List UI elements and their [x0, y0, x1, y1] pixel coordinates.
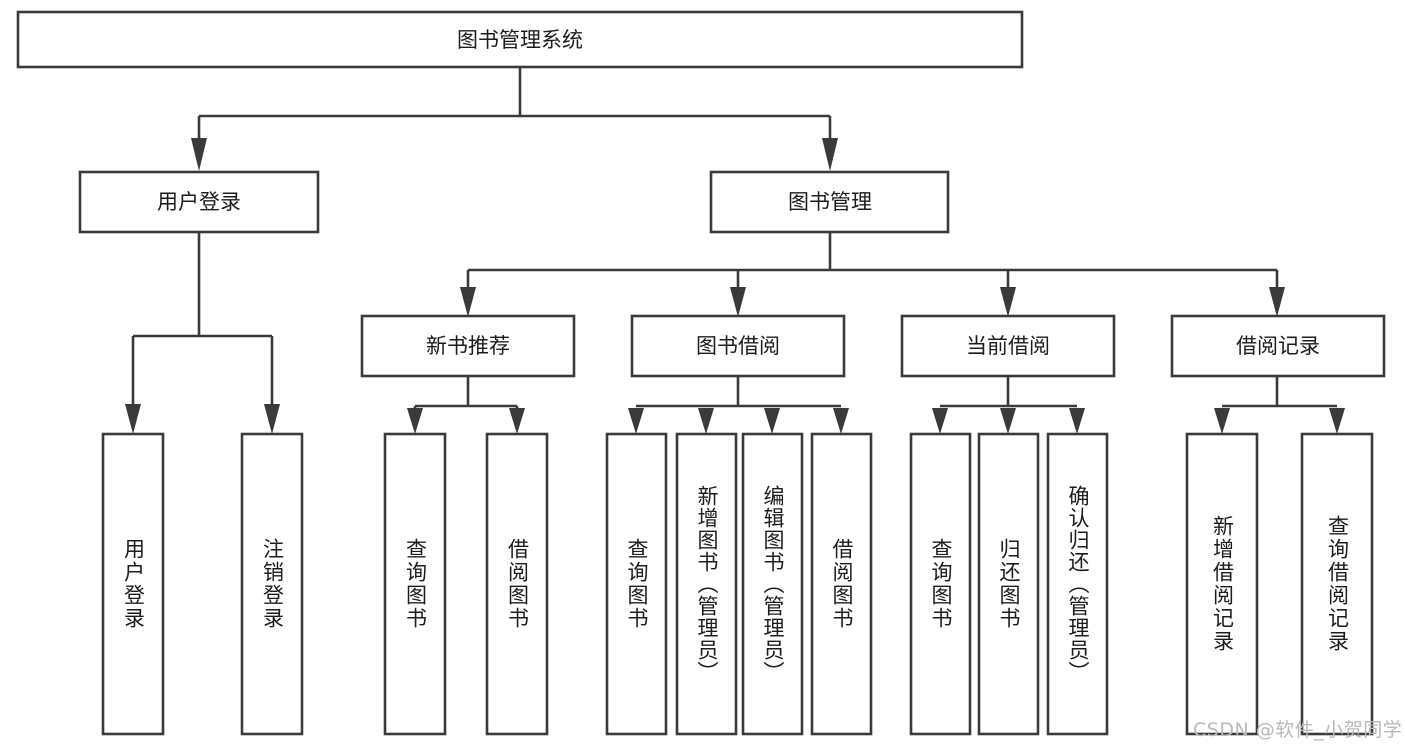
arrow-head-root-1 [191, 138, 207, 171]
arrow-head-currentborrow-2 [1000, 408, 1016, 434]
leaf-box-book-borrow-edit[interactable] [741, 432, 804, 736]
arrow-head-userlogin-2 [264, 404, 280, 434]
node-current-borrow[interactable] [900, 314, 1116, 378]
leaf-box-user-login-login[interactable] [101, 432, 165, 736]
node-book-management[interactable] [709, 170, 950, 234]
leaf-box-current-borrow-query[interactable] [909, 432, 972, 736]
leaf-box-user-login-logout[interactable] [240, 432, 304, 736]
leaf-box-new-book-borrow[interactable] [485, 432, 549, 736]
node-book-borrow-label: 图书借阅 [696, 334, 780, 358]
arrow-head-borrowrecord-1 [1214, 408, 1230, 434]
leaf-box-current-borrow-confirm[interactable] [1046, 432, 1109, 736]
node-user-login-label: 用户登录 [157, 190, 241, 214]
node-current-borrow-label: 当前借阅 [966, 334, 1050, 358]
node-new-book-recommend[interactable] [360, 314, 576, 378]
arrow-head-newbook-2 [509, 408, 525, 434]
connector-group-current-borrow [932, 376, 1085, 434]
node-root-book-management-system[interactable] [16, 10, 1024, 69]
node-new-book-recommend-label: 新书推荐 [426, 334, 510, 358]
arrow-head-bookborrow-1 [628, 408, 644, 434]
arrow-head-currentborrow-3 [1069, 408, 1085, 434]
connector-group-book-manage [460, 232, 1285, 317]
connector-group-root [191, 67, 838, 171]
node-borrow-record[interactable] [1170, 314, 1386, 378]
arrow-head-currentborrow-1 [932, 408, 948, 434]
connector-group-borrow-record [1214, 376, 1345, 434]
arrow-head-borrowrecord-2 [1329, 408, 1345, 434]
leaf-box-book-borrow-query[interactable] [605, 432, 668, 736]
connector-group-user-login [125, 232, 280, 434]
connector-group-book-borrow [628, 376, 849, 434]
node-borrow-record-label: 借阅记录 [1236, 334, 1320, 358]
arrow-head-bookmanage-1 [460, 287, 476, 317]
arrow-head-bookborrow-2 [698, 408, 714, 434]
arrow-head-bookmanage-4 [1269, 287, 1285, 317]
leaf-box-book-borrow-lend[interactable] [810, 432, 873, 736]
leaf-box-borrow-record-query[interactable] [1300, 432, 1374, 736]
arrow-head-bookborrow-3 [764, 408, 780, 434]
arrow-head-root-2 [822, 138, 838, 171]
node-book-management-label: 图书管理 [788, 190, 872, 214]
node-root-label: 图书管理系统 [457, 28, 583, 52]
leaf-box-borrow-record-add[interactable] [1185, 432, 1259, 736]
connector-group-new-book [407, 376, 525, 434]
arrow-head-bookmanage-2 [730, 287, 746, 317]
arrow-head-bookborrow-4 [833, 408, 849, 434]
arrow-head-userlogin-1 [125, 404, 141, 434]
node-book-borrow[interactable] [630, 314, 846, 378]
leaf-box-book-borrow-add[interactable] [675, 432, 738, 736]
arrow-head-newbook-1 [407, 408, 423, 434]
arrow-head-bookmanage-3 [1000, 287, 1016, 317]
leaf-box-current-borrow-return[interactable] [977, 432, 1040, 736]
leaf-box-new-book-query[interactable] [383, 432, 447, 736]
node-user-login[interactable] [78, 170, 320, 234]
